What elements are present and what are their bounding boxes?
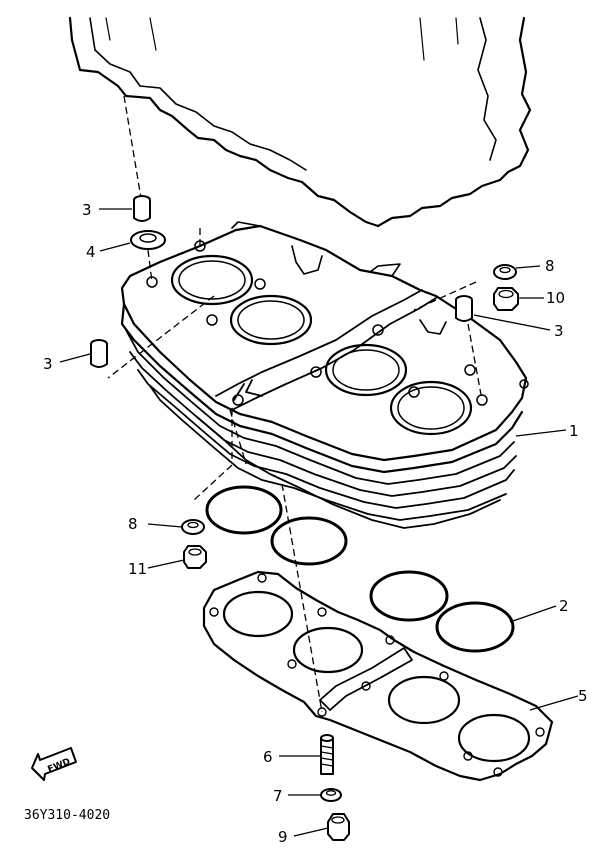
callout-2: 2 bbox=[559, 597, 569, 615]
cylinder-block bbox=[120, 221, 529, 529]
callout-3-left: 3 bbox=[43, 355, 53, 373]
callout-1: 1 bbox=[569, 422, 579, 440]
callout-3-right: 3 bbox=[554, 322, 564, 340]
callout-labels: 3 4 3 8 10 3 1 8 11 2 5 6 7 9 bbox=[43, 201, 588, 846]
callout-3-upper: 3 bbox=[82, 201, 92, 219]
dowel-pin-right bbox=[455, 295, 473, 322]
forward-direction-arrow: FWD bbox=[31, 747, 77, 781]
callout-7: 7 bbox=[273, 787, 283, 805]
washer-8-upper bbox=[493, 264, 517, 280]
dowel-pin-left bbox=[90, 339, 108, 368]
cylinder-gasket bbox=[202, 570, 554, 782]
figure-code: 36Y310-4020 bbox=[24, 808, 110, 823]
cylinder-head-outline bbox=[68, 16, 532, 228]
o-ring-set bbox=[205, 485, 515, 653]
washer-8-lower bbox=[181, 519, 205, 535]
callout-4: 4 bbox=[86, 243, 96, 261]
washer-7 bbox=[320, 788, 342, 802]
callout-8-lower: 8 bbox=[128, 515, 138, 533]
callout-8-upper: 8 bbox=[545, 257, 555, 275]
assembly-leaders bbox=[107, 95, 483, 713]
washer-4 bbox=[130, 230, 166, 250]
callout-10: 10 bbox=[546, 289, 565, 307]
callout-leaders bbox=[59, 208, 579, 837]
dowel-pin-upper bbox=[133, 195, 151, 222]
callout-11: 11 bbox=[128, 560, 147, 578]
stud-bolt bbox=[320, 734, 334, 775]
nut-9 bbox=[327, 813, 350, 841]
callout-9: 9 bbox=[278, 828, 288, 846]
callout-6: 6 bbox=[263, 748, 273, 766]
nut-11 bbox=[183, 545, 207, 569]
nut-10 bbox=[493, 287, 519, 311]
callout-5: 5 bbox=[578, 687, 588, 705]
